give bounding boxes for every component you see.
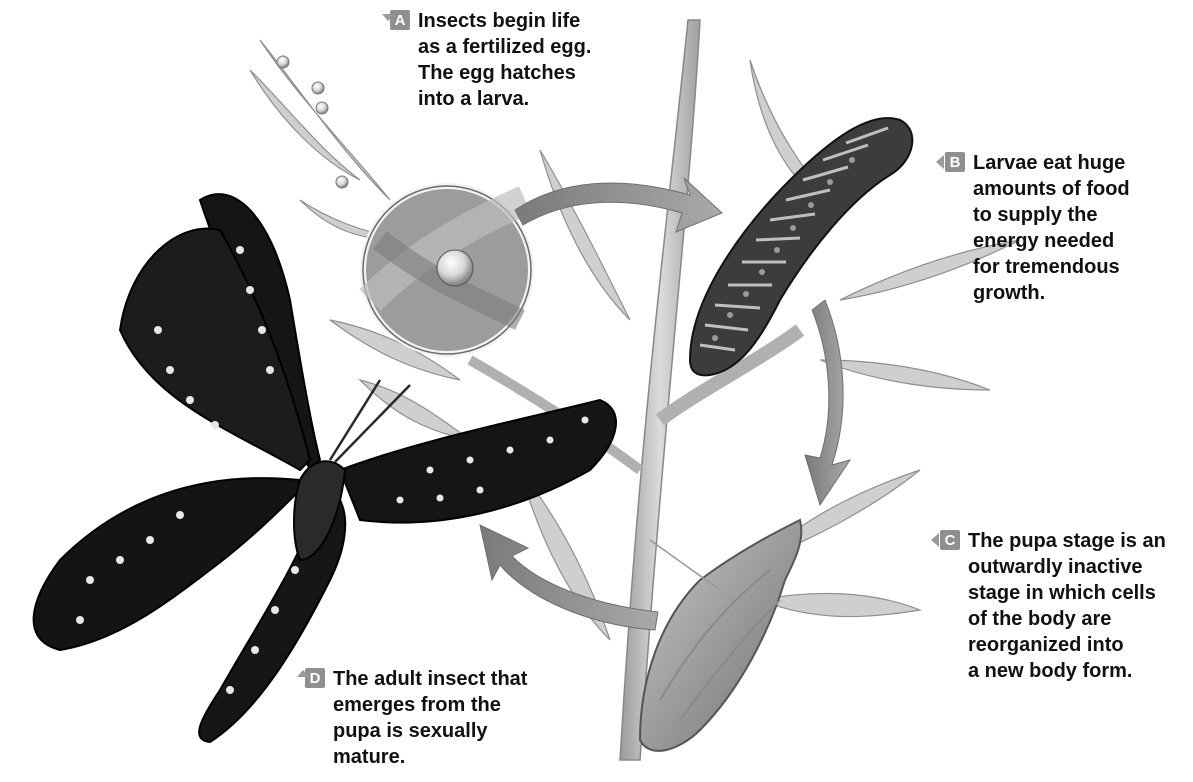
callout-d-line-2: emerges from the [333, 692, 527, 718]
callout-b-larva: B Larvae eat huge amounts of food to sup… [945, 150, 1130, 306]
callout-c-line-1: The pupa stage is an [968, 528, 1166, 554]
callout-a-line-4: into a larva. [418, 86, 591, 112]
callout-d-line-4: mature. [333, 744, 527, 770]
callout-b-line-6: growth. [973, 280, 1130, 306]
callout-c-line-5: reorganized into [968, 632, 1166, 658]
badge-d: D [305, 668, 325, 688]
arrow-egg-to-larva [515, 178, 722, 232]
callout-b-line-3: to supply the [973, 202, 1130, 228]
callout-a-line-2: as a fertilized egg. [418, 34, 591, 60]
callout-d-line-3: pupa is sexually [333, 718, 527, 744]
pupa-chrysalis [640, 520, 801, 751]
callout-b-line-1: Larvae eat huge [973, 150, 1130, 176]
callout-c-line-6: a new body form. [968, 658, 1166, 684]
callout-a-line-3: The egg hatches [418, 60, 591, 86]
badge-a: A [390, 10, 410, 30]
callout-b-line-2: amounts of food [973, 176, 1130, 202]
callout-c-line-4: of the body are [968, 606, 1166, 632]
callout-c-line-3: stage in which cells [968, 580, 1166, 606]
callout-c-pupa: C The pupa stage is an outwardly inactiv… [940, 528, 1166, 684]
arrow-larva-to-pupa [805, 300, 850, 505]
badge-c: C [940, 530, 960, 550]
callout-c-line-2: outwardly inactive [968, 554, 1166, 580]
callout-d-adult: D The adult insect that emerges from the… [305, 666, 527, 770]
callout-d-line-1: The adult insect that [333, 666, 527, 692]
badge-b: B [945, 152, 965, 172]
callout-b-line-4: energy needed [973, 228, 1130, 254]
magnified-egg [363, 186, 531, 354]
callout-c-text: The pupa stage is an outwardly inactive … [968, 528, 1166, 684]
callout-a-line-1: Insects begin life [418, 8, 591, 34]
callout-a-text: Insects begin life as a fertilized egg. … [418, 8, 591, 112]
callout-b-line-5: for tremendous [973, 254, 1130, 280]
callout-b-text: Larvae eat huge amounts of food to suppl… [973, 150, 1130, 306]
callout-a-egg: A Insects begin life as a fertilized egg… [390, 8, 591, 112]
callout-d-text: The adult insect that emerges from the p… [333, 666, 527, 770]
